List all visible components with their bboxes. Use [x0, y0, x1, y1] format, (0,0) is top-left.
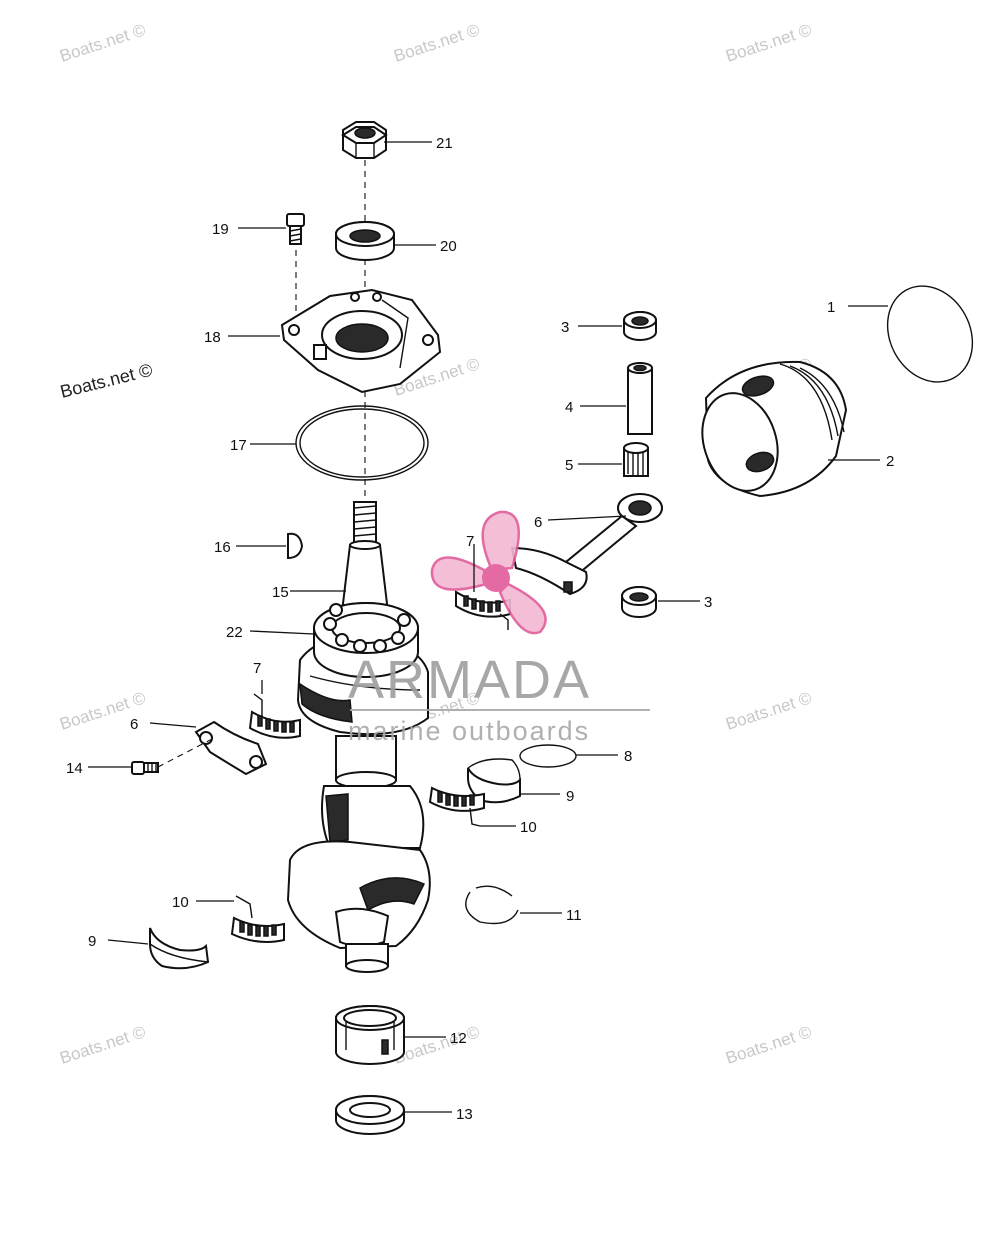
- part-11-snap-ring[interactable]: [465, 885, 519, 925]
- part-7-needle-bearing-left[interactable]: [248, 693, 301, 739]
- part-13-seal-ring[interactable]: [335, 1095, 405, 1135]
- part-16-key[interactable]: [287, 532, 304, 560]
- callout-6: 6: [130, 716, 138, 733]
- callout-9: 9: [566, 788, 574, 805]
- part-12-roller-bearing[interactable]: [335, 1005, 405, 1065]
- callout-labels: 1 2 3 3 4 5 6 6 7 7 8 9 9 10 10 11 12 13…: [66, 135, 894, 1123]
- callout-2: 2: [886, 453, 894, 470]
- callout-12: 12: [450, 1030, 467, 1047]
- callout-6: 6: [534, 514, 542, 531]
- callout-9: 9: [88, 933, 96, 950]
- part-8-retaining-ring[interactable]: [519, 744, 577, 768]
- watermark-text: Boats.net ©: [723, 688, 814, 734]
- callout-3: 3: [704, 594, 712, 611]
- callout-7: 7: [253, 660, 261, 677]
- part-21-nut[interactable]: [341, 121, 388, 159]
- callout-14: 14: [66, 760, 83, 777]
- callout-3: 3: [561, 319, 569, 336]
- watermark-text: Boats.net ©: [57, 1022, 148, 1068]
- part-19-bolt[interactable]: [286, 213, 305, 245]
- brand-tagline: marine outboards: [348, 716, 590, 746]
- watermark-text: Boats.net ©: [723, 1022, 814, 1068]
- part-17-o-ring[interactable]: [295, 405, 429, 481]
- watermark-text: Boats.net ©: [391, 20, 482, 66]
- callout-18: 18: [204, 329, 221, 346]
- callout-22: 22: [226, 624, 243, 641]
- part-1-piston-ring[interactable]: [871, 271, 989, 397]
- part-4-wrist-pin[interactable]: [627, 362, 653, 435]
- callout-7: 7: [466, 533, 474, 550]
- callout-13: 13: [456, 1106, 473, 1123]
- part-22-ball-bearing[interactable]: [313, 602, 419, 678]
- callout-15: 15: [272, 584, 289, 601]
- callout-1: 1: [827, 299, 835, 316]
- watermark-text: Boats.net ©: [58, 360, 154, 402]
- callout-8: 8: [624, 748, 632, 765]
- watermark-text: Boats.net ©: [391, 1022, 482, 1068]
- callout-20: 20: [440, 238, 457, 255]
- part-7-needle-bearing-center[interactable]: [455, 590, 511, 630]
- part-10-needle-bearing-lower-left[interactable]: [230, 895, 285, 943]
- callout-11: 11: [566, 907, 582, 924]
- watermark-text: Boats.net ©: [723, 20, 814, 66]
- callout-5: 5: [565, 457, 573, 474]
- callout-16: 16: [214, 539, 231, 556]
- armada-logo: ARMADA marine outboards: [348, 510, 650, 746]
- watermark-layer: Boats.net © Boats.net © Boats.net © Boat…: [57, 20, 814, 1068]
- part-10-needle-bearing-right[interactable]: [428, 786, 485, 827]
- part-18-bearing-housing[interactable]: [280, 288, 442, 394]
- watermark-text: Boats.net ©: [57, 20, 148, 66]
- part-3-bushing-lower[interactable]: [621, 586, 657, 618]
- part-14-screw[interactable]: [131, 737, 215, 775]
- part-6-rod-cap[interactable]: [194, 720, 268, 776]
- propeller-logo-icon: [430, 510, 547, 635]
- callout-10: 10: [520, 819, 537, 836]
- callout-10: 10: [172, 894, 189, 911]
- part-3-bushing-upper[interactable]: [623, 311, 657, 341]
- part-6-connecting-rod[interactable]: [510, 493, 663, 596]
- leader-lines: [88, 141, 888, 1113]
- part-9-bearing-race-lower-left[interactable]: [149, 927, 210, 970]
- brand-name: ARMADA: [348, 650, 591, 710]
- part-2-piston[interactable]: [690, 360, 848, 501]
- part-5-needle-cage[interactable]: [623, 442, 649, 477]
- callout-21: 21: [436, 135, 453, 152]
- part-20-seal[interactable]: [335, 221, 395, 261]
- callout-19: 19: [212, 221, 229, 238]
- callout-17: 17: [230, 437, 247, 454]
- callout-4: 4: [565, 399, 573, 416]
